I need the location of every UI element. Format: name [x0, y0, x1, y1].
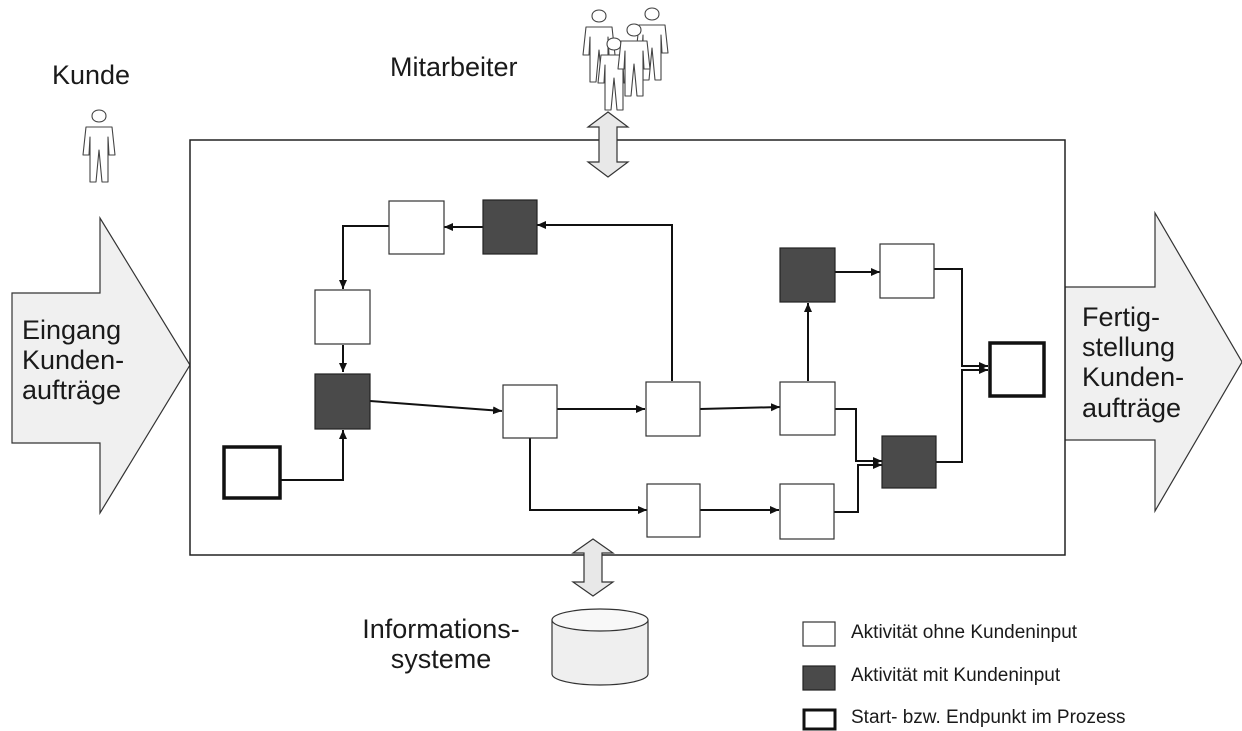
activity-dark-n5: [314, 373, 371, 430]
edge-n7-to-n2: [537, 221, 673, 381]
edge-n7-to-n8: [699, 403, 781, 412]
activity-nodes: [222, 199, 1046, 540]
edge-n12-to-n13: [834, 461, 882, 513]
activity-white-n10: [879, 243, 935, 299]
legend-swatch-dark: [802, 665, 836, 691]
activity-white-n6: [502, 384, 558, 439]
process-frame: [189, 139, 1066, 556]
output-label-line-4: aufträge: [1082, 392, 1182, 423]
legend-swatch-thick: [802, 708, 837, 731]
connectors: [280, 221, 988, 514]
activity-start-node: [222, 445, 282, 500]
input-label-line-2: Kunden-: [22, 345, 125, 376]
input-label-line-3: aufträge: [22, 375, 122, 406]
input-arrow-label: Eingang Kunden- aufträge: [22, 315, 124, 406]
output-arrow-label: Fertig- stellung Kunden- aufträge: [1082, 302, 1184, 423]
activity-dark-n13: [881, 435, 937, 489]
input-arrow: [11, 215, 191, 516]
output-label-line-3: Kunden-: [1082, 362, 1185, 393]
output-arrow: [1064, 210, 1242, 514]
legend-swatches: [802, 621, 837, 731]
output-label-line-1: Fertig-: [1082, 302, 1161, 332]
legend-label-dark: Aktivität mit Kundeninput: [851, 665, 1061, 686]
info-label-line-2: systeme: [390, 644, 492, 675]
activity-white-n8: [779, 381, 836, 436]
customer-label: Kunde: [52, 60, 131, 90]
edge-start-to-n5: [280, 430, 347, 481]
customer-person-icon: [82, 109, 116, 183]
edge-n6-to-n11: [529, 438, 647, 514]
info-label-line-1: Informations-: [362, 614, 520, 644]
activity-white-n12: [779, 483, 835, 540]
input-label-line-1: Eingang: [22, 315, 122, 345]
legend-label-white: Aktivität ohne Kundeninput: [851, 622, 1078, 643]
activity-white-n11: [646, 483, 701, 538]
activity-white-n1: [388, 200, 445, 255]
edge-n10-to-end: [934, 268, 988, 370]
activity-dark-n2: [482, 199, 538, 255]
activity-end-node: [988, 341, 1046, 398]
legend-label-thick: Start- bzw. Endpunkt im Prozess: [851, 707, 1126, 728]
activity-white-n7: [645, 381, 701, 437]
activity-dark-n9: [779, 247, 836, 303]
info-double-arrow: [571, 538, 615, 597]
activity-white-n4: [314, 289, 371, 345]
staff-double-arrow: [586, 111, 630, 178]
staff-group-icon: [582, 7, 669, 111]
database-icon: [551, 608, 649, 686]
edge-n1-to-n4: [339, 225, 389, 289]
edge-n5-to-n6: [369, 400, 503, 415]
edge-n13-to-end: [936, 366, 988, 463]
staff-label: Mitarbeiter: [390, 52, 518, 82]
info-systems-label: Informations- systeme: [346, 614, 536, 674]
legend-swatch-white: [802, 621, 836, 647]
output-label-line-2: stellung: [1082, 332, 1176, 363]
edge-n8-to-n13: [835, 408, 882, 465]
